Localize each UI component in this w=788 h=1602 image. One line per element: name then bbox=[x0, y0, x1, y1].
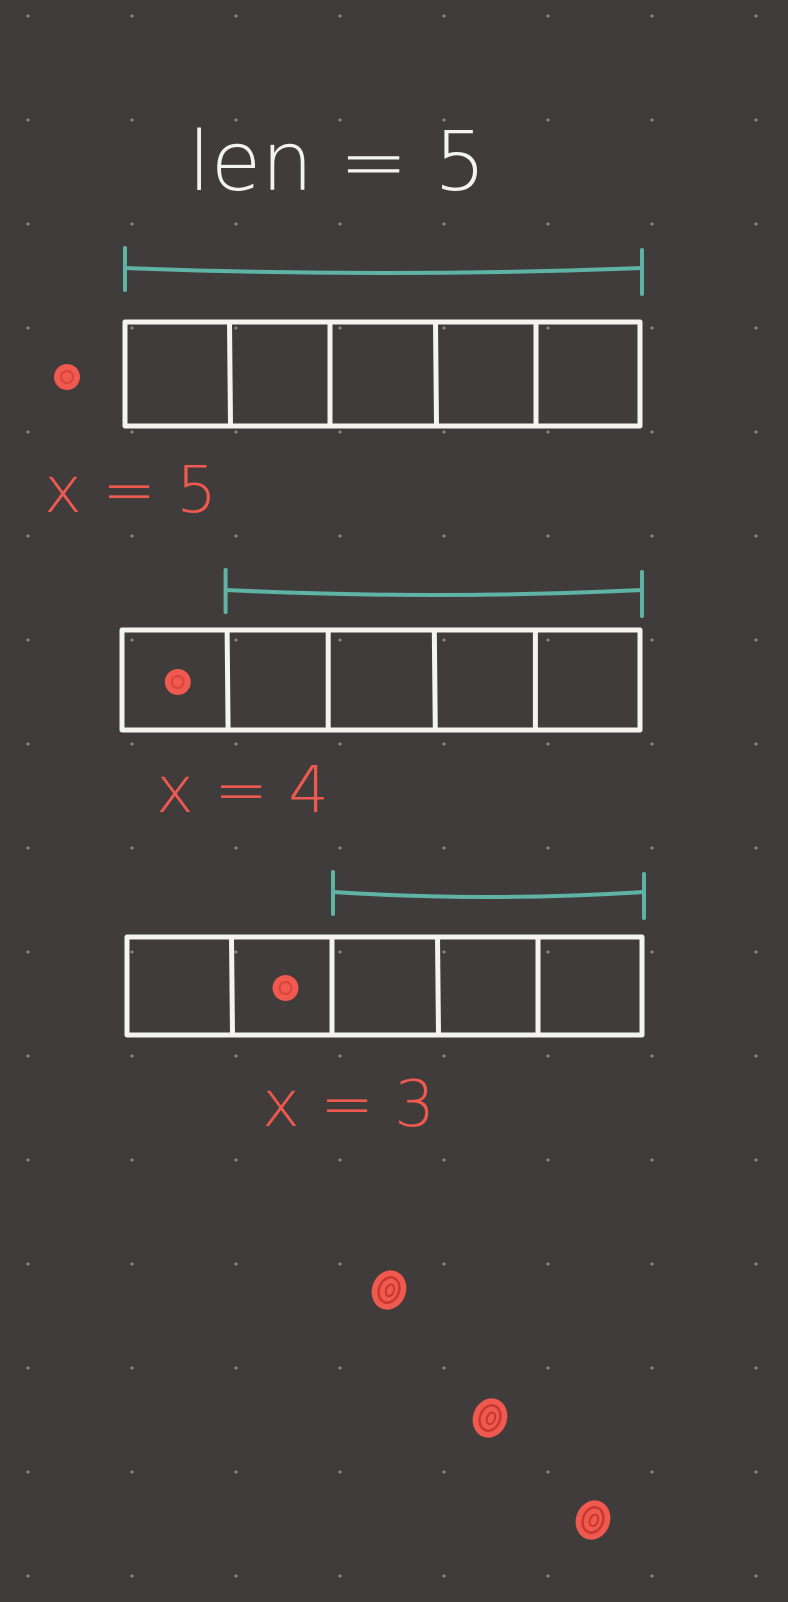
trailing-dot-ring-2 bbox=[478, 1404, 502, 1432]
cell-divider-1-1 bbox=[227, 319, 233, 429]
trailing-dot-ring-3 bbox=[581, 1506, 605, 1534]
trailing-dot-ring-1 bbox=[377, 1276, 401, 1304]
pointer-dot-1 bbox=[54, 364, 80, 390]
trailing-dot-core-1 bbox=[384, 1283, 396, 1298]
trailing-dot-2 bbox=[472, 1398, 508, 1438]
array-3: x = 3 bbox=[124, 870, 646, 1142]
title-len: len = 5 bbox=[188, 115, 486, 210]
span-bracket-1 bbox=[123, 246, 644, 296]
arrays-layer: x = 5 x = 4 x = 3 bbox=[44, 246, 646, 1142]
trailing-dot-fill-1 bbox=[371, 1270, 407, 1310]
trailing-dot-fill-3 bbox=[575, 1500, 611, 1540]
trailing-dots-layer bbox=[371, 1270, 611, 1540]
span-bracket-3 bbox=[331, 870, 646, 920]
cell-divider-3-3 bbox=[435, 934, 441, 1038]
trailing-dot-3 bbox=[575, 1500, 611, 1540]
array-label-3: x = 3 bbox=[262, 1068, 435, 1142]
trailing-dot-1 bbox=[371, 1270, 407, 1310]
pointer-dot-2 bbox=[164, 669, 191, 695]
pointer-dot-scribble-1 bbox=[60, 370, 74, 384]
pointer-dot-scribble-2 bbox=[170, 675, 185, 689]
array-box-1 bbox=[122, 319, 643, 429]
array-2: x = 4 bbox=[119, 568, 644, 828]
array-label-1: x = 5 bbox=[44, 454, 217, 528]
array-box-3 bbox=[124, 934, 645, 1038]
span-bracket-2 bbox=[223, 568, 644, 618]
cell-divider-1-3 bbox=[433, 319, 439, 429]
pointer-dot-3 bbox=[272, 975, 299, 1001]
pointer-dot-scribble-3 bbox=[278, 981, 293, 995]
array-box-2 bbox=[119, 627, 643, 733]
trailing-dot-core-3 bbox=[588, 1513, 600, 1528]
array-1: x = 5 bbox=[44, 246, 644, 528]
trailing-dot-core-2 bbox=[485, 1411, 497, 1426]
trailing-dot-fill-2 bbox=[472, 1398, 508, 1438]
cell-divider-2-3 bbox=[431, 627, 438, 733]
cell-divider-3-1 bbox=[229, 934, 235, 1038]
array-label-2: x = 4 bbox=[156, 754, 329, 828]
cell-divider-2-1 bbox=[224, 627, 231, 733]
